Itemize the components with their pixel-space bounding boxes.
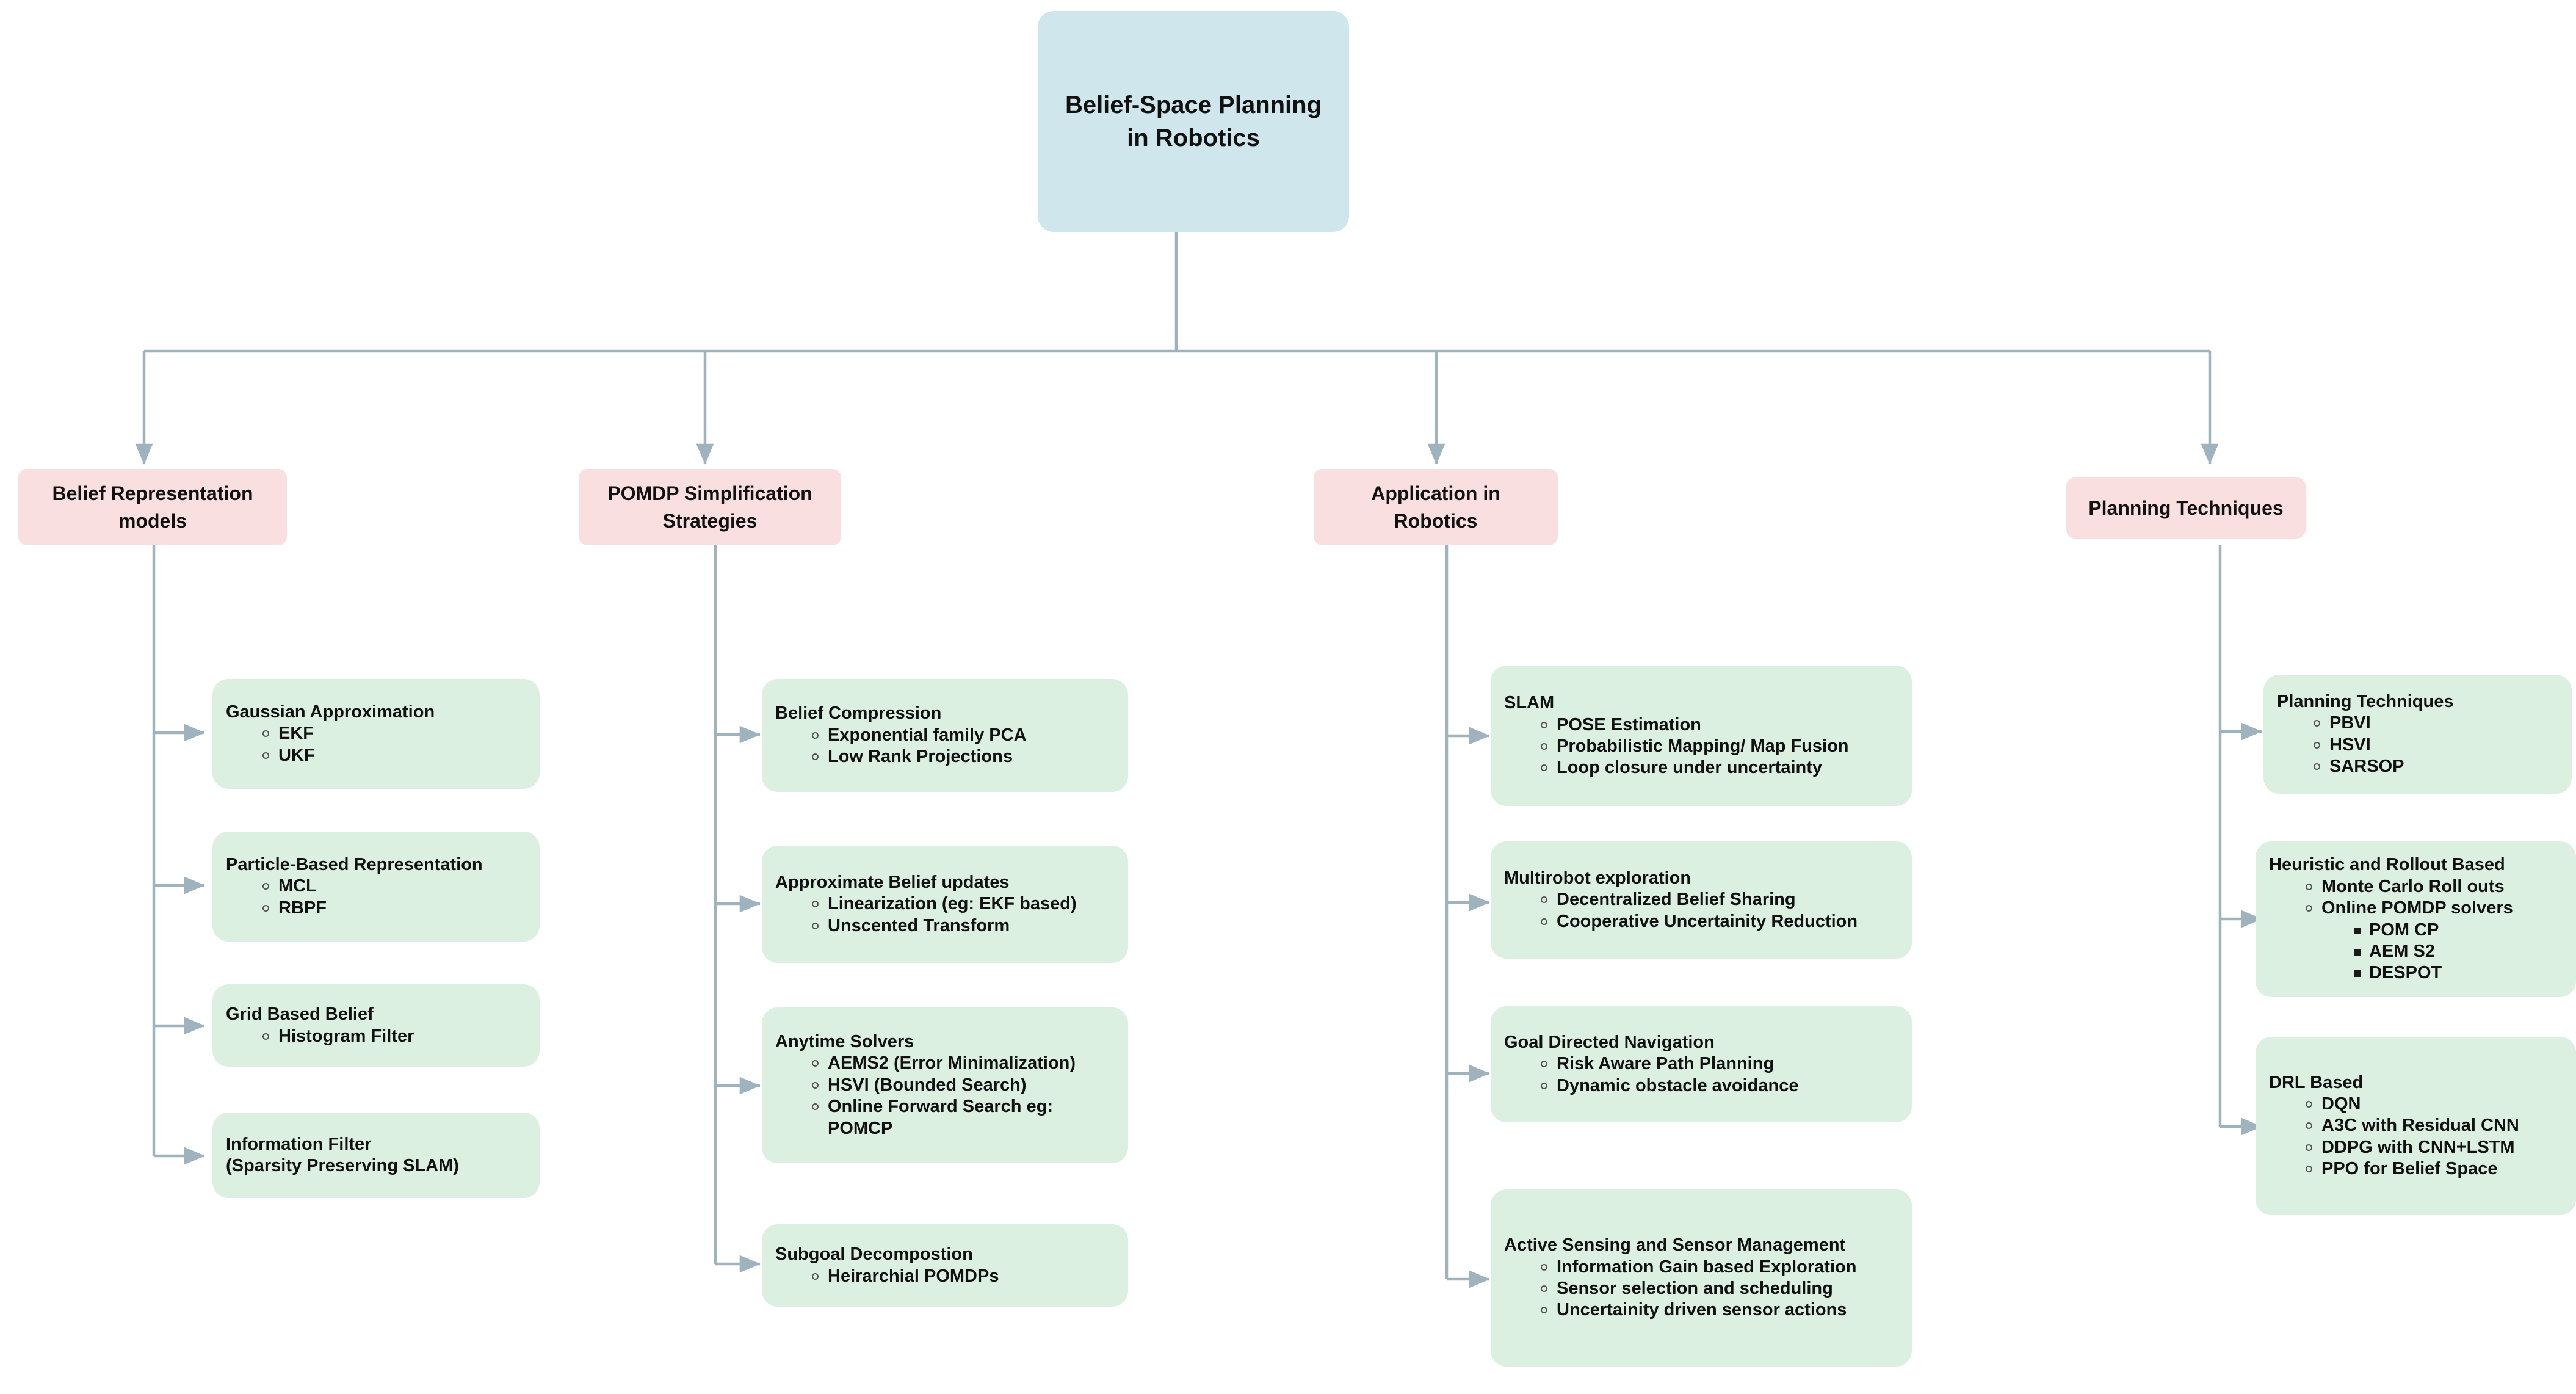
leaf-title: Goal Directed Navigation xyxy=(1504,1032,1715,1052)
leaf-item-list: Linearization (eg: EKF based) Unscented … xyxy=(775,893,1115,937)
leaf-item-list: Heirarchial POMDPs xyxy=(775,1266,1115,1287)
category-label-line1: POMDP Simplification xyxy=(607,482,812,504)
list-item: AEMS2 (Error Minimalization) xyxy=(809,1053,1115,1074)
list-item: Loop closure under uncertainty xyxy=(1538,757,1898,779)
list-item: PBVI xyxy=(2311,713,2558,734)
leaf-item-list: Histogram Filter xyxy=(226,1026,526,1047)
leaf-node-slam[interactable]: SLAM POSE Estimation Probabilistic Mappi… xyxy=(1491,666,1912,806)
category-node-pomdp-simplification-strategies[interactable]: POMDP Simplification Strategies xyxy=(579,469,841,545)
list-item: Online POMDP solvers POM CP AEM S2 DESPO… xyxy=(2303,898,2563,984)
category-node-planning-techniques[interactable]: Planning Techniques xyxy=(2066,477,2306,539)
category-node-belief-representation-models[interactable]: Belief Representation models xyxy=(18,469,287,545)
leaf-title-line1: Information Filter xyxy=(226,1134,372,1154)
leaf-node-particle-based-representation[interactable]: Particle-Based Representation MCL RBPF xyxy=(212,832,540,942)
list-item: A3C with Residual CNN xyxy=(2303,1115,2563,1136)
leaf-item-list: Information Gain based Exploration Senso… xyxy=(1504,1257,1898,1321)
list-item: Decentralized Belief Sharing xyxy=(1538,889,1898,910)
root-node[interactable]: Belief-Space Planning in Robotics xyxy=(1038,11,1349,232)
list-item: Monte Carlo Roll outs xyxy=(2303,876,2563,898)
leaf-title: Gaussian Approximation xyxy=(226,702,435,722)
list-item: Cooperative Uncertainity Reduction xyxy=(1538,911,1898,932)
list-item: Uncertainity driven sensor actions xyxy=(1538,1299,1898,1321)
leaf-node-planning-techniques-leaf[interactable]: Planning Techniques PBVI HSVI SARSOP xyxy=(2263,675,2572,794)
category-label-line1: Belief Representation xyxy=(52,482,253,504)
leaf-node-information-filter[interactable]: Information Filter (Sparsity Preserving … xyxy=(212,1113,540,1198)
list-item: Low Rank Projections xyxy=(809,746,1115,768)
sub-item-list: POM CP AEM S2 DESPOT xyxy=(2321,920,2563,984)
root-title-line1: Belief-Space Planning xyxy=(1065,92,1322,118)
leaf-item-list: Risk Aware Path Planning Dynamic obstacl… xyxy=(1504,1053,1898,1097)
list-item: Sensor selection and scheduling xyxy=(1538,1278,1898,1299)
leaf-node-belief-compression[interactable]: Belief Compression Exponential family PC… xyxy=(762,679,1128,792)
leaf-node-heuristic-and-rollout-based[interactable]: Heuristic and Rollout Based Monte Carlo … xyxy=(2256,841,2576,997)
leaf-item-list: MCL RBPF xyxy=(226,876,526,919)
leaf-title: Particle-Based Representation xyxy=(226,854,483,874)
category-label-line2: Strategies xyxy=(662,509,758,532)
sub-list-item: DESPOT xyxy=(2351,962,2563,984)
leaf-title: DRL Based xyxy=(2269,1072,2364,1092)
leaf-title: Grid Based Belief xyxy=(226,1004,374,1025)
category-label-line1: Planning Techniques xyxy=(2088,496,2284,519)
leaf-node-subgoal-decompostion[interactable]: Subgoal Decompostion Heirarchial POMDPs xyxy=(762,1224,1128,1307)
list-item: EKF xyxy=(260,723,526,744)
leaf-node-gaussian-approximation[interactable]: Gaussian Approximation EKF UKF xyxy=(212,679,540,789)
list-item: PPO for Belief Space xyxy=(2303,1158,2563,1180)
list-item: RBPF xyxy=(260,898,526,919)
leaf-node-goal-directed-navigation[interactable]: Goal Directed Navigation Risk Aware Path… xyxy=(1491,1006,1912,1122)
category-label-line2: models xyxy=(118,509,187,532)
list-item: Dynamic obstacle avoidance xyxy=(1538,1075,1898,1097)
root-title-line2: in Robotics xyxy=(1127,125,1260,151)
category-node-application-in-robotics[interactable]: Application in Robotics xyxy=(1314,469,1558,545)
sub-list-item: POM CP xyxy=(2351,920,2563,941)
leaf-item-list: PBVI HSVI SARSOP xyxy=(2277,713,2558,777)
leaf-item-list: DQN A3C with Residual CNN DDPG with CNN+… xyxy=(2269,1094,2563,1180)
list-item: Information Gain based Exploration xyxy=(1538,1257,1898,1278)
category-label-line1: Application in xyxy=(1371,482,1500,504)
leaf-title: Subgoal Decompostion xyxy=(775,1244,973,1265)
leaf-item-list: Exponential family PCA Low Rank Projecti… xyxy=(775,725,1115,768)
leaf-title: Multirobot exploration xyxy=(1504,868,1691,888)
leaf-title: Belief Compression xyxy=(775,703,942,724)
list-item: DDPG with CNN+LSTM xyxy=(2303,1137,2563,1158)
sub-list-item: AEM S2 xyxy=(2351,941,2563,962)
leaf-item-list: AEMS2 (Error Minimalization) HSVI (Bound… xyxy=(775,1053,1115,1139)
leaf-title: Heuristic and Rollout Based xyxy=(2269,855,2505,875)
leaf-title: SLAM xyxy=(1504,693,1555,713)
leaf-item-list: Monte Carlo Roll outs Online POMDP solve… xyxy=(2269,876,2563,984)
list-item: POSE Estimation xyxy=(1538,714,1898,736)
category-label-line2: Robotics xyxy=(1394,509,1478,532)
leaf-item-list: EKF UKF xyxy=(226,723,526,766)
list-item: HSVI (Bounded Search) xyxy=(809,1075,1115,1096)
list-item: Linearization (eg: EKF based) xyxy=(809,893,1115,915)
list-item: Exponential family PCA xyxy=(809,725,1115,746)
leaf-item-list: Decentralized Belief Sharing Cooperative… xyxy=(1504,889,1898,932)
list-item: UKF xyxy=(260,745,526,766)
leaf-node-drl-based[interactable]: DRL Based DQN A3C with Residual CNN DDPG… xyxy=(2256,1037,2576,1215)
list-item: HSVI xyxy=(2311,735,2558,756)
leaf-title-line2: (Sparsity Preserving SLAM) xyxy=(226,1156,459,1175)
list-item: SARSOP xyxy=(2311,756,2558,777)
leaf-node-active-sensing-and-sensor-management[interactable]: Active Sensing and Sensor Management Inf… xyxy=(1491,1189,1912,1367)
leaf-title: Anytime Solvers xyxy=(775,1032,914,1052)
leaf-item-list: POSE Estimation Probabilistic Mapping/ M… xyxy=(1504,714,1898,779)
leaf-node-anytime-solvers[interactable]: Anytime Solvers AEMS2 (Error Minimalizat… xyxy=(762,1007,1128,1163)
leaf-title: Active Sensing and Sensor Management xyxy=(1504,1235,1846,1255)
leaf-node-approximate-belief-updates[interactable]: Approximate Belief updates Linearization… xyxy=(762,846,1128,963)
list-item: Histogram Filter xyxy=(260,1026,526,1047)
list-item: Unscented Transform xyxy=(809,915,1115,937)
list-item: MCL xyxy=(260,876,526,897)
list-item: Risk Aware Path Planning xyxy=(1538,1053,1898,1075)
list-item: Probabilistic Mapping/ Map Fusion xyxy=(1538,736,1898,757)
leaf-node-multirobot-exploration[interactable]: Multirobot exploration Decentralized Bel… xyxy=(1491,841,1912,959)
leaf-title: Approximate Belief updates xyxy=(775,872,1010,892)
leaf-node-grid-based-belief[interactable]: Grid Based Belief Histogram Filter xyxy=(212,984,540,1067)
list-item: Heirarchial POMDPs xyxy=(809,1266,1115,1287)
list-item: DQN xyxy=(2303,1094,2563,1115)
leaf-title: Planning Techniques xyxy=(2277,691,2454,711)
list-item: Online Forward Search eg: POMCP xyxy=(809,1096,1115,1139)
